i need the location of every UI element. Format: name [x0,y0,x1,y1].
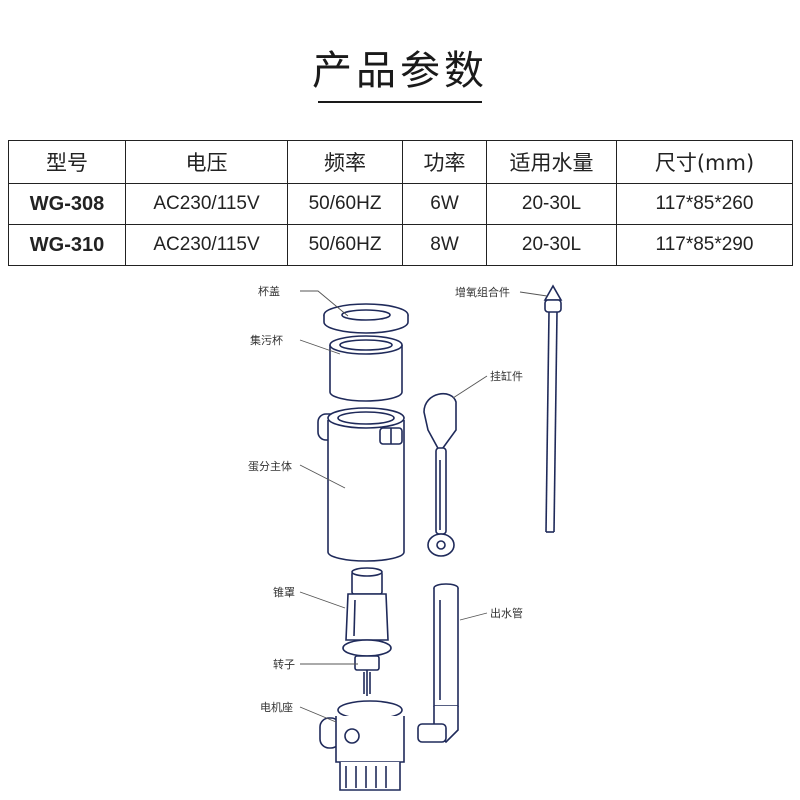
cone-cover-part [342,567,392,657]
tank-hanger-part [423,392,457,557]
col-header-frequency: 频率 [287,140,403,184]
col-header-voltage: 电压 [125,140,288,184]
exploded-parts-diagram: 杯盖 集污杯 蛋分主体 锥罩 转子 电机座 增氧组合件 挂缸件 出水管 [248,284,563,791]
table-header-row: 型号 电压 频率 功率 适用水量 尺寸(mm) [8,140,793,184]
cell-frequency: 50/60HZ [287,183,403,225]
label-tank-hanger: 挂缸件 [490,369,523,383]
cell-model: WG-310 [8,224,126,266]
cell-power: 8W [402,224,487,266]
cell-water-volume: 20-30L [486,183,617,225]
col-header-size: 尺寸(mm) [616,140,793,184]
cup-lid-part [323,303,409,334]
label-collection-cup: 集污杯 [250,333,283,347]
label-motor-base: 电机座 [260,700,293,714]
collection-cup-part [329,335,403,402]
cell-water-volume: 20-30L [486,224,617,266]
label-oxygen-assembly: 增氧组合件 [455,285,510,299]
col-header-power: 功率 [402,140,487,184]
skimmer-body-part [317,407,405,562]
outlet-pipe-part [417,583,459,744]
cell-model: WG-308 [8,183,126,225]
rotor-part [354,655,380,696]
col-header-water-volume: 适用水量 [486,140,617,184]
cell-power: 6W [402,183,487,225]
motor-base-part [319,700,405,791]
label-skimmer-body: 蛋分主体 [248,459,292,473]
label-cone-cover: 锥罩 [273,586,295,599]
label-cup-lid: 杯盖 [258,284,280,298]
table-row: WG-308 AC230/115V 50/60HZ 6W 20-30L 117*… [8,183,793,225]
table-row: WG-310 AC230/115V 50/60HZ 8W 20-30L 117*… [8,224,793,266]
cell-size: 117*85*290 [616,224,793,266]
cell-voltage: AC230/115V [125,224,288,266]
specs-table: 型号 电压 频率 功率 适用水量 尺寸(mm) WG-308 AC230/115… [8,140,793,266]
label-rotor: 转子 [273,657,295,671]
title-underline [318,101,482,103]
label-outlet-pipe: 出水管 [490,606,523,620]
cell-voltage: AC230/115V [125,183,288,225]
cell-frequency: 50/60HZ [287,224,403,266]
page-title: 产品参数 [312,48,488,94]
cell-size: 117*85*260 [616,183,793,225]
oxygen-assembly-part [543,284,563,533]
col-header-model: 型号 [8,140,126,184]
